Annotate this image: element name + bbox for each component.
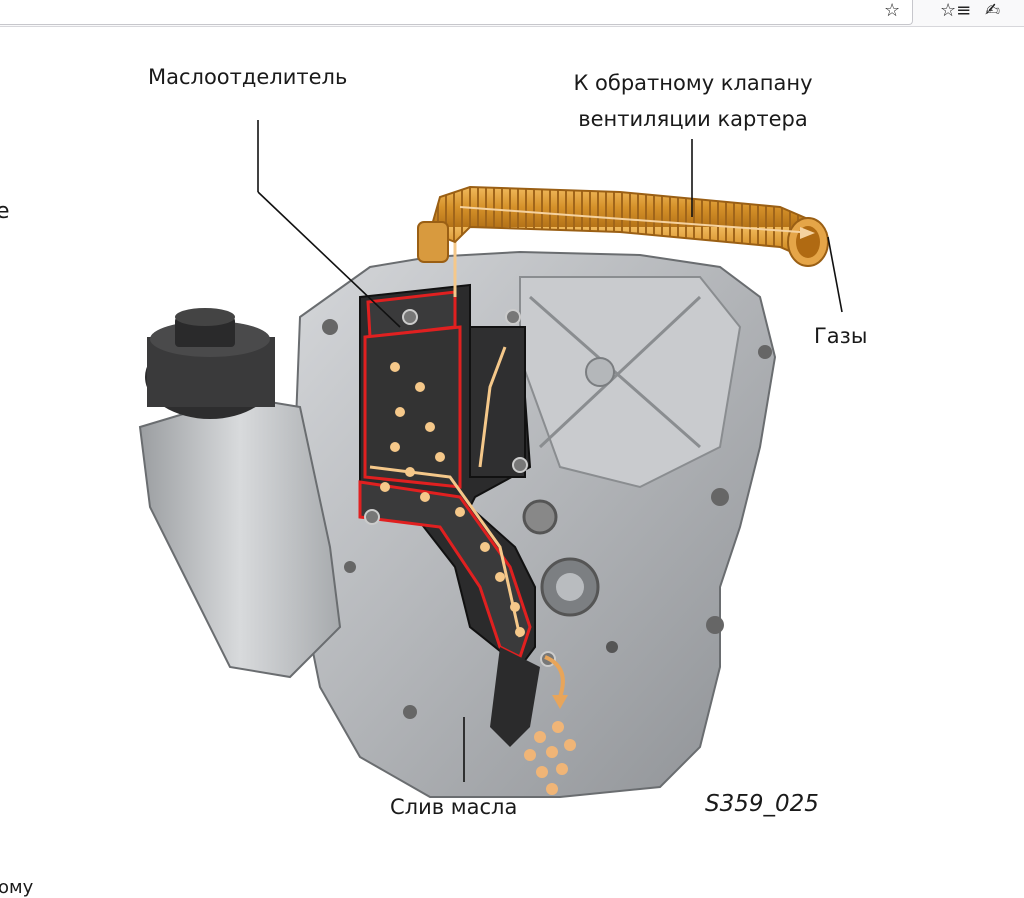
address-bar[interactable]: [0, 0, 913, 25]
label-oil-drain: Слив масла: [390, 795, 518, 819]
label-gases: Газы: [814, 324, 868, 348]
favorites-list-icon[interactable]: ☆≡: [940, 0, 972, 21]
oil-separator-illustration: [138, 120, 843, 798]
browser-toolbar: ☆ ☆≡ ✍: [0, 0, 1024, 27]
pen-sign-icon[interactable]: ✍: [985, 0, 1001, 21]
label-oil-separator: Маслоотделитель: [148, 65, 348, 89]
oil-drain-outlet: [490, 647, 576, 795]
star-icon[interactable]: ☆: [884, 0, 901, 21]
oil-filter-housing: [138, 308, 342, 679]
ventilation-hose: [417, 185, 829, 267]
figure-code: S359_025: [705, 791, 819, 817]
oil-separator-cutaway: [358, 217, 556, 669]
label-to-valve: К обратному клапану вентиляции картера: [548, 65, 838, 137]
document-page: e ому: [0, 27, 1024, 898]
cropped-text-left: e: [0, 199, 10, 224]
leader-line-gases: [827, 236, 843, 313]
label-to-valve-line1: К обратному клапану: [573, 71, 813, 95]
leader-line-separator-diag: [257, 191, 401, 328]
label-to-valve-line2: вентиляции картера: [578, 107, 808, 131]
